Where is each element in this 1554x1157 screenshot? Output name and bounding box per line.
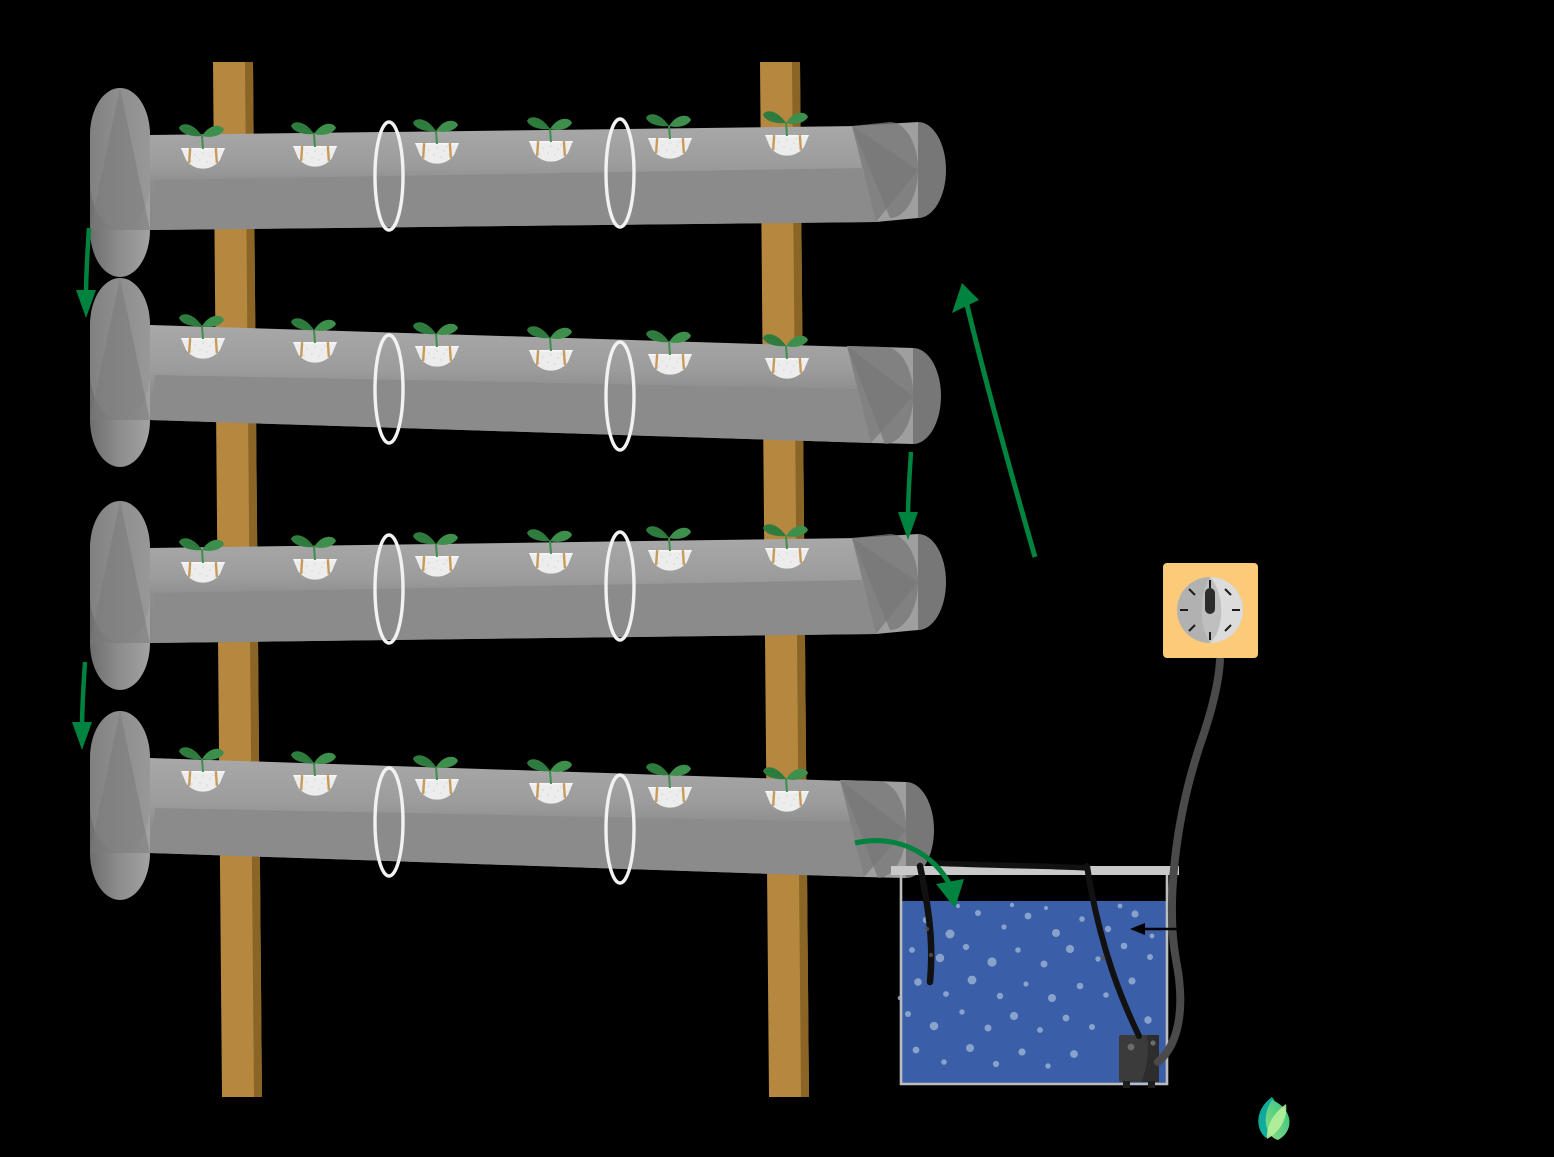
pipe-body-shade-2 (150, 375, 871, 443)
tube-highlight-2 (928, 952, 934, 958)
pipe-strap-3a (373, 533, 405, 645)
pipe-body-shade-4 (150, 808, 864, 877)
tube-highlight (924, 926, 930, 932)
pipe-end-cap-right-2 (847, 346, 941, 444)
riser-tube-over-lid (929, 860, 1090, 871)
grow-pipe-level-4[interactable] (90, 711, 934, 900)
pipe-strap-4a (373, 766, 405, 878)
inlet-tube (916, 862, 935, 986)
arrow-pump-up (952, 283, 1038, 558)
pipe-strap-2a (373, 333, 405, 445)
pipe-strap-2b (604, 340, 636, 452)
power-cord (1154, 656, 1224, 1066)
pipe-end-cap-right-1 (852, 122, 946, 222)
pipe-body-shade-1 (150, 168, 876, 230)
pipe-strap-4b (604, 773, 636, 885)
grow-pipe-level-3[interactable] (90, 501, 946, 690)
pump-knob-icon-2 (1150, 1040, 1156, 1046)
submersible-pump[interactable] (1119, 1035, 1159, 1088)
timer-plug[interactable] (1163, 563, 1258, 658)
tube-highlight-3 (1100, 955, 1106, 961)
reservoir-lid (891, 866, 1179, 875)
pipe-strap-1b (604, 117, 636, 229)
reservoir-pointer (1130, 923, 1185, 935)
pump-knob-icon (1127, 1043, 1135, 1051)
pipe-strap-1a (373, 120, 405, 232)
pipe-end-cap-left-2 (90, 278, 150, 467)
bubbles (897, 902, 1159, 1069)
pipe-end-cap-left-3 (90, 501, 150, 690)
leaf-logo (1258, 1097, 1290, 1140)
pipe-end-cap-left-1 (90, 88, 150, 277)
grow-pipe-level-1[interactable] (90, 88, 946, 277)
arrow-drop-2 (898, 451, 918, 540)
riser-tube-lower (1084, 863, 1142, 1039)
pipe-strap-3b (604, 530, 636, 642)
timer-pointer-icon (1205, 588, 1215, 614)
arrow-drop-1 (76, 227, 96, 318)
flow-arrows (72, 227, 1038, 908)
pipe-outlet-cap-4 (840, 780, 934, 878)
reservoir-wall (899, 873, 1169, 1086)
arrow-drop-3 (72, 661, 92, 750)
pipe-body-shade-3 (150, 580, 876, 643)
grow-pipe-level-2[interactable] (90, 278, 941, 467)
timer-tick-marks (1180, 580, 1240, 640)
pipe-end-cap-left-4 (90, 711, 150, 900)
pipe-end-cap-right-3 (852, 534, 946, 634)
arrow-to-reservoir (854, 838, 964, 908)
